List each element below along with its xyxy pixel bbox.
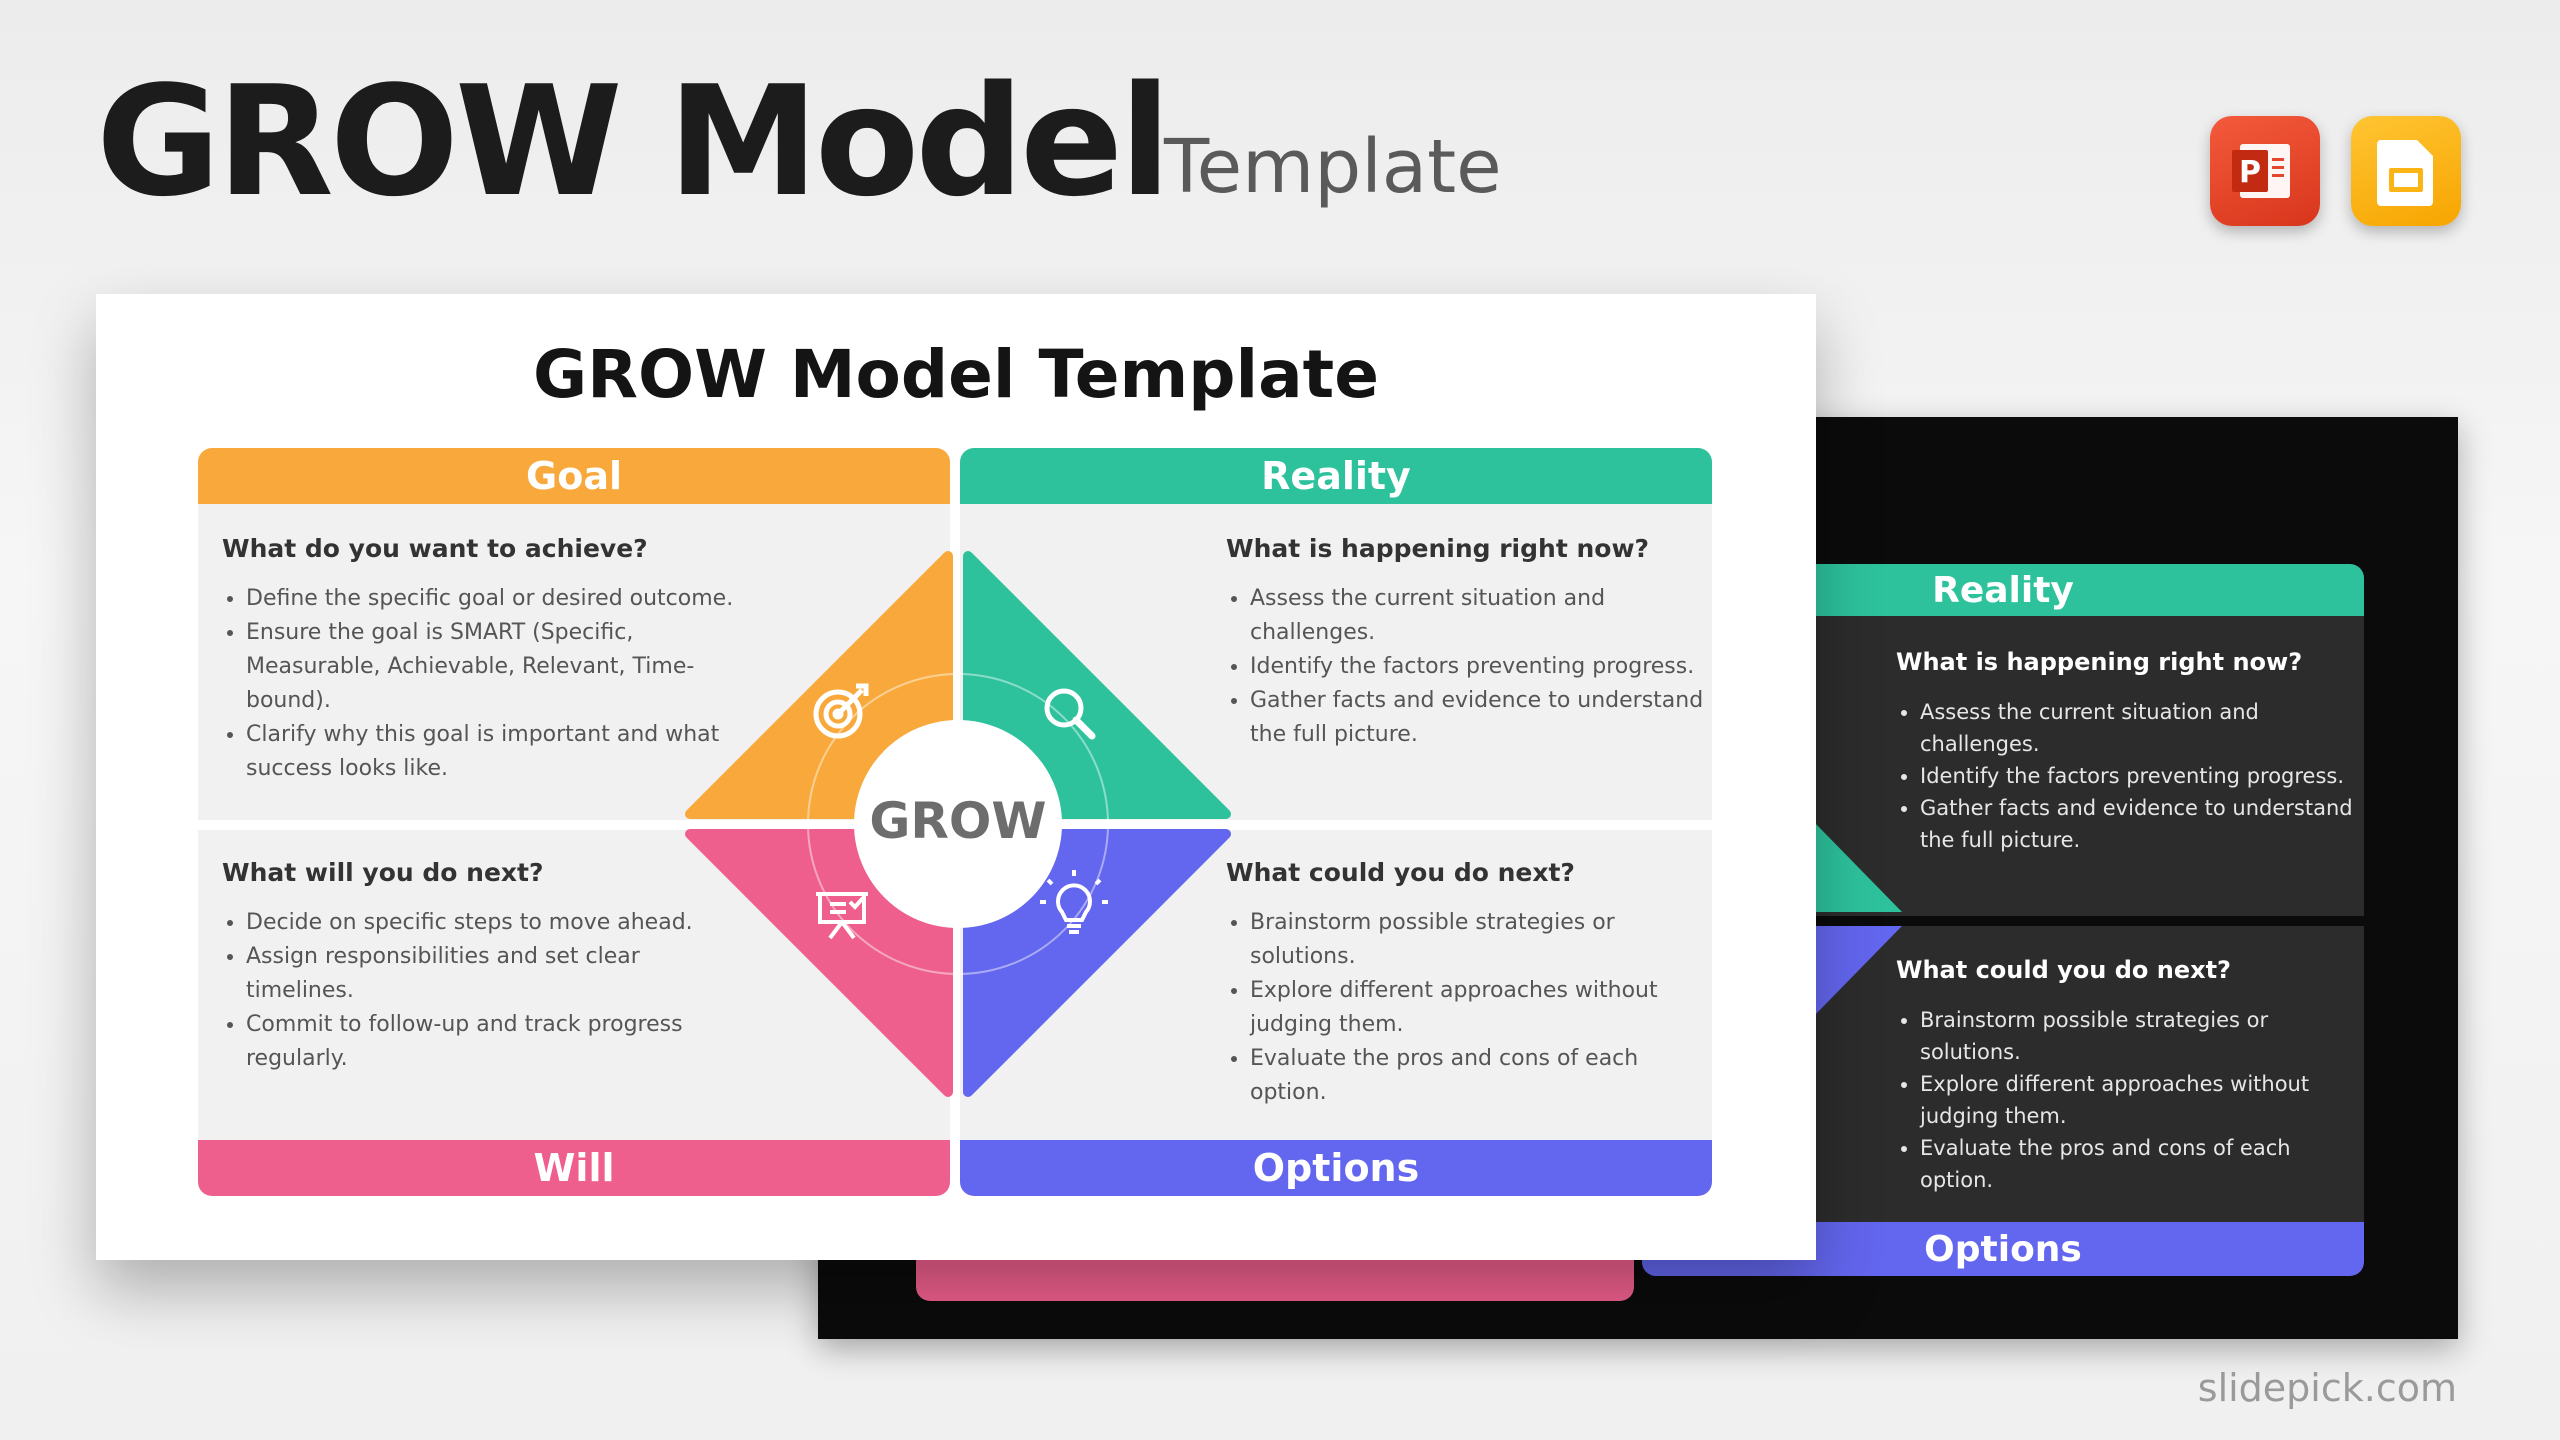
list-item: Evaluate the pros and cons of each optio…	[1250, 1042, 1700, 1110]
dark-reality-triangle	[1812, 820, 1902, 912]
dark-options-triangle	[1812, 926, 1902, 1018]
list-item: Identify the factors preventing progress…	[1250, 650, 1730, 684]
list-item: Assess the current situation and challen…	[1920, 696, 2370, 760]
dark-reality-list: Assess the current situation and challen…	[1896, 696, 2370, 856]
will-triangle	[685, 829, 953, 1097]
lightbulb-icon	[1040, 870, 1108, 934]
center-circle	[854, 720, 1062, 928]
list-item: Gather facts and evidence to understand …	[1920, 792, 2370, 856]
presentation-board-icon	[816, 892, 868, 940]
list-item: Brainstorm possible strategies or soluti…	[1920, 1004, 2370, 1068]
list-item: Assign responsibilities and set clear ti…	[246, 940, 706, 1008]
dark-options-list: Brainstorm possible strategies or soluti…	[1896, 1004, 2370, 1196]
google-slides-icon[interactable]	[2351, 116, 2461, 226]
powerpoint-icon[interactable]: P	[2210, 116, 2320, 226]
list-item: Clarify why this goal is important and w…	[246, 718, 746, 786]
magnifier-icon	[1044, 688, 1096, 740]
page-title: GROW Model	[96, 53, 1171, 230]
list-item: Decide on specific steps to move ahead.	[246, 906, 706, 940]
dark-options-question: What could you do next?	[1896, 956, 2231, 984]
reality-triangle	[963, 551, 1231, 819]
list-item: Brainstorm possible strategies or soluti…	[1250, 906, 1700, 974]
cycle-arc	[807, 673, 1109, 975]
goal-triangle	[685, 551, 953, 819]
target-icon	[813, 683, 869, 739]
reality-question: What is happening right now?	[1226, 534, 1650, 563]
center-label: GROW	[869, 792, 1047, 850]
dark-reality-question: What is happening right now?	[1896, 648, 2303, 676]
slide-title: GROW Model Template	[532, 336, 1379, 413]
list-item: Evaluate the pros and cons of each optio…	[1920, 1132, 2370, 1196]
reality-list: Assess the current situation and challen…	[1226, 582, 1730, 752]
goal-list: Define the specific goal or desired outc…	[222, 582, 746, 786]
grow-slide: GROW Model Template Goal Reality Will Op…	[96, 294, 1816, 1260]
list-item: Identify the factors preventing progress…	[1920, 760, 2370, 792]
list-item: Commit to follow-up and track progress r…	[246, 1008, 706, 1076]
list-item: Explore different approaches without jud…	[1250, 974, 1700, 1042]
svg-text:P: P	[2239, 155, 2261, 190]
reality-header: Reality	[960, 448, 1712, 504]
goal-header: Goal	[198, 448, 950, 504]
options-footer: Options	[960, 1140, 1712, 1196]
grow-diamond	[685, 551, 1231, 1097]
list-item: Ensure the goal is SMART (Specific, Meas…	[246, 616, 746, 718]
list-item: Gather facts and evidence to understand …	[1250, 684, 1730, 752]
list-item: Define the specific goal or desired outc…	[246, 582, 746, 616]
options-triangle	[963, 829, 1231, 1097]
list-item: Assess the current situation and challen…	[1250, 582, 1730, 650]
brand-watermark: slidepick.com	[2197, 1366, 2457, 1410]
will-question: What will you do next?	[222, 858, 544, 887]
options-list: Brainstorm possible strategies or soluti…	[1226, 906, 1700, 1110]
options-question: What could you do next?	[1226, 858, 1575, 887]
list-item: Explore different approaches without jud…	[1920, 1068, 2370, 1132]
will-list: Decide on specific steps to move ahead. …	[222, 906, 706, 1076]
will-footer: Will	[198, 1140, 950, 1196]
page-subtitle: Template	[1164, 124, 1502, 210]
goal-question: What do you want to achieve?	[222, 534, 648, 563]
